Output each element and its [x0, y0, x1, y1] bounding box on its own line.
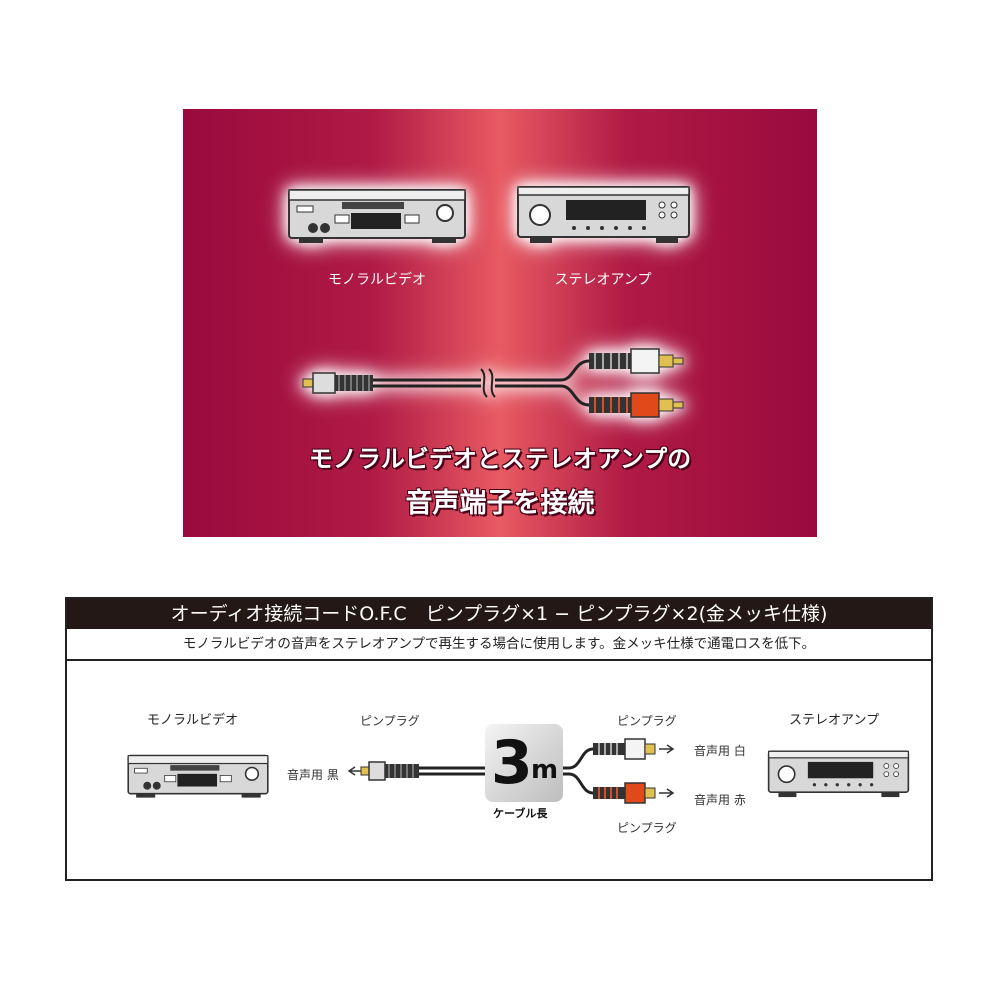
- right-audio-red-label: 音声用 赤: [694, 793, 746, 807]
- right-top-plug-label: ピンプラグ: [617, 714, 677, 728]
- cable-length-badge: 3 m: [485, 724, 563, 802]
- cable-length-caption: ケーブル長: [493, 807, 548, 820]
- vcr-icon: [127, 754, 269, 798]
- hero-amplifier-label: ステレオアンプ: [554, 272, 652, 288]
- right-audio-white-label: 音声用 白: [694, 744, 746, 758]
- diagram-right-device-label: ステレオアンプ: [789, 713, 880, 728]
- hero-headline-line1: モノラルビデオとステレオアンプの: [308, 445, 692, 473]
- left-audio-black-label: 音声用 黒: [287, 768, 339, 782]
- diagram-left-device-label: モノラルビデオ: [147, 713, 239, 728]
- cable-length-unit: m: [531, 755, 559, 785]
- spec-title: オーディオ接続コードO.F.C ピンプラグ×1 − ピンプラグ×2(金メッキ仕様…: [67, 599, 931, 629]
- amplifier-icon: [767, 750, 910, 798]
- cable-length-value: 3: [491, 728, 533, 798]
- cable-diagram: [347, 738, 675, 804]
- hero-headline-line2: 音声端子を接続: [405, 488, 595, 519]
- left-plug-label: ピンプラグ: [360, 714, 420, 728]
- right-bottom-plug-label: ピンプラグ: [617, 821, 677, 835]
- amplifier-icon: [517, 186, 690, 243]
- hero-banner: モノラルビデオ ステレオアンプ: [183, 109, 817, 537]
- rca-cable-icon: [302, 348, 684, 418]
- spec-description: モノラルビデオの音声をステレオアンプで再生する場合に使用します。金メッキ仕様で通…: [67, 629, 931, 661]
- vcr-icon: [288, 189, 466, 243]
- spec-panel: オーディオ接続コードO.F.C ピンプラグ×1 − ピンプラグ×2(金メッキ仕様…: [65, 597, 933, 881]
- hero-vcr-label: モノラルビデオ: [328, 272, 426, 288]
